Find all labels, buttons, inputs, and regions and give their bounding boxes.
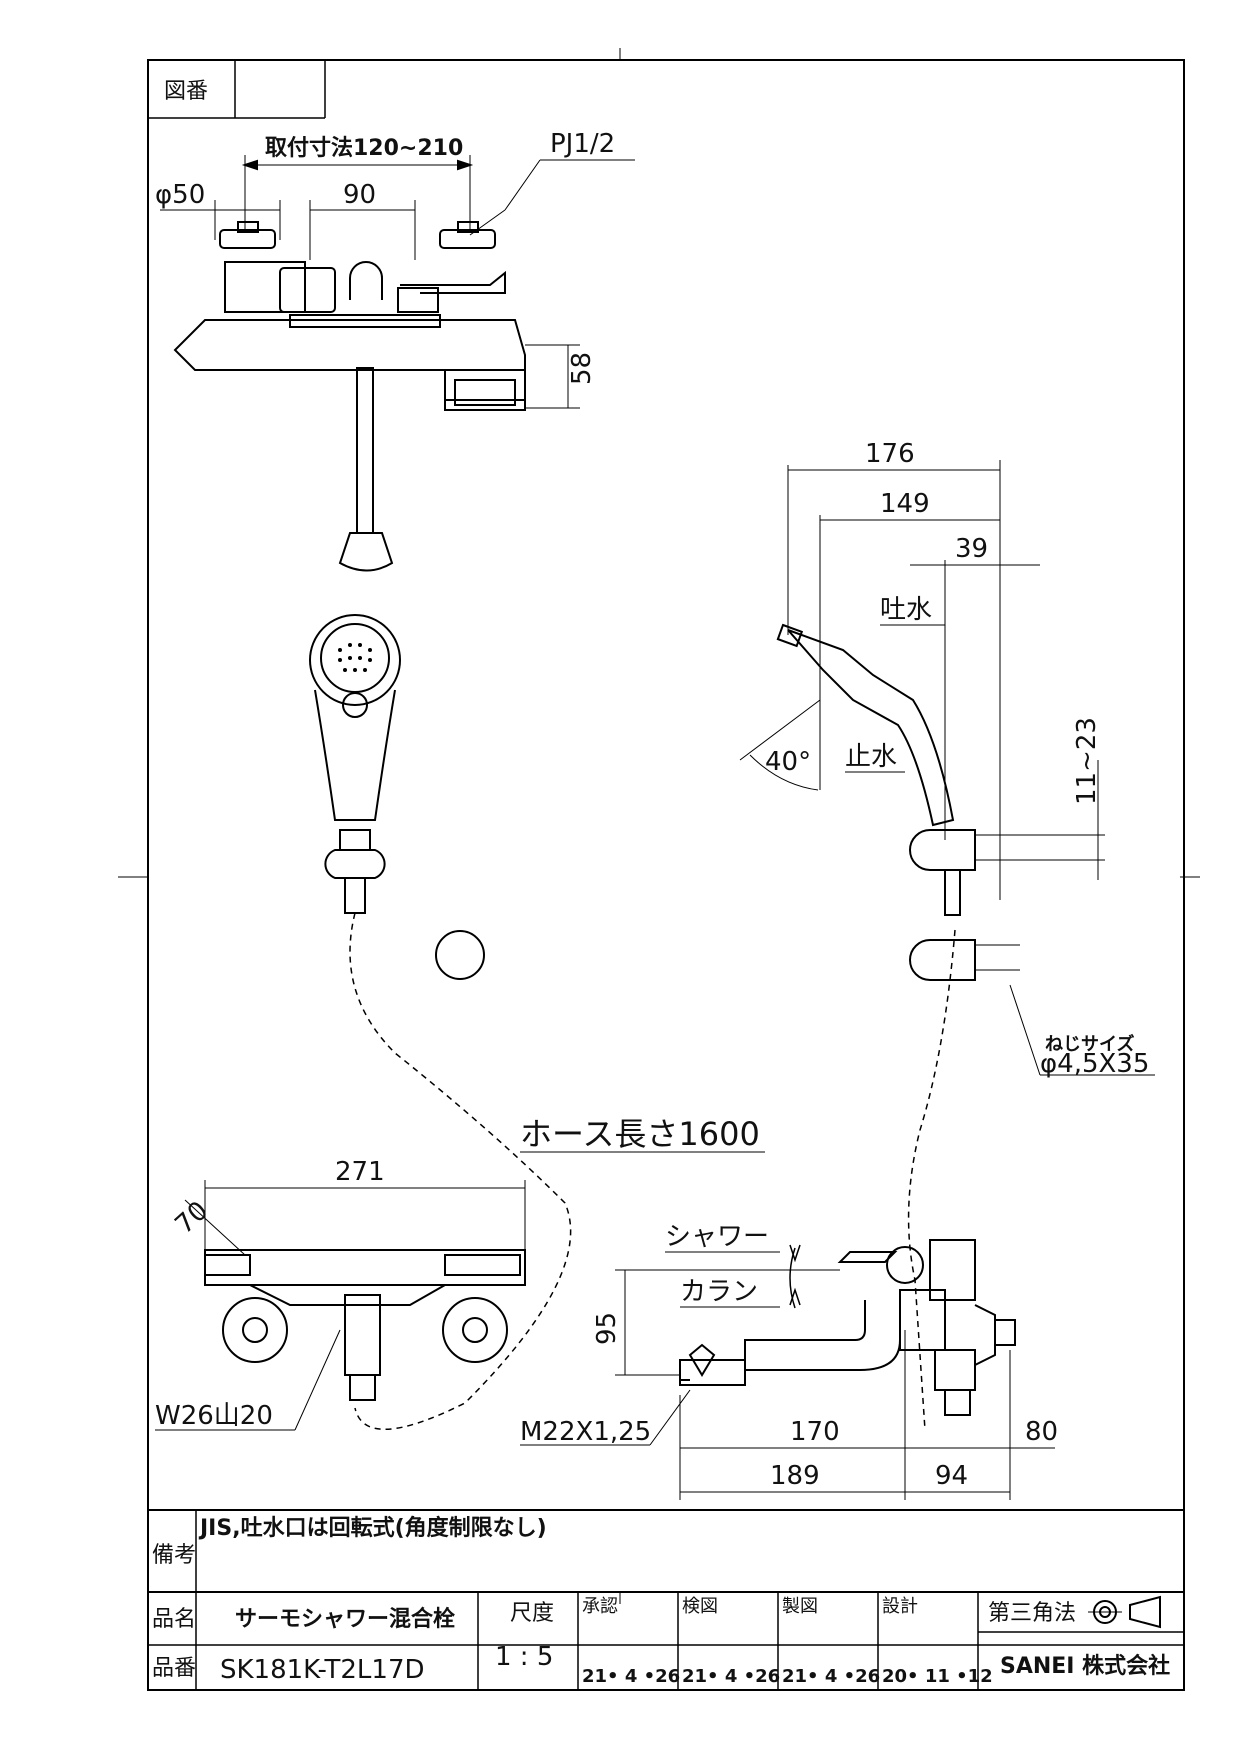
shower-mode-label: シャワー — [665, 1222, 769, 1252]
shower-nozzle-dots — [338, 643, 372, 672]
dim-70-label: 70 — [170, 1196, 215, 1240]
w26-label: W26山20 — [155, 1401, 273, 1431]
company-name: SANEI 株式会社 — [1000, 1653, 1170, 1679]
dim-149-label: 149 — [880, 489, 930, 519]
remarks-label: 備考 — [152, 1543, 196, 1568]
product-number: SK181K-T2L17D — [220, 1655, 425, 1685]
dim-271-label: 271 — [335, 1157, 385, 1187]
screw-size-value: φ4,5X35 — [1040, 1049, 1149, 1079]
drawing-number-box: 図番 — [148, 60, 325, 118]
approved-label: 承認 — [582, 1596, 618, 1617]
dim-39-label: 39 — [955, 534, 988, 564]
approved-date: 21• 4 •26 — [582, 1666, 680, 1687]
drawing-frame — [148, 60, 1184, 1592]
scale-label: 尺度 — [510, 1601, 554, 1626]
hose-length-label: ホース長さ1600 — [520, 1115, 760, 1153]
top-view — [160, 155, 635, 571]
angle-40-label: 40° — [765, 747, 811, 777]
checked-label: 検図 — [682, 1596, 718, 1617]
hose-path-right — [909, 930, 955, 1430]
shower-side-view — [740, 460, 1155, 1075]
dim-95-label: 95 — [592, 1312, 622, 1345]
product-number-label: 品番 — [152, 1656, 196, 1681]
screw-size-label: ねじサイズ — [1045, 1033, 1134, 1055]
m22-label: M22X1,25 — [520, 1417, 651, 1447]
pipe-thread-label: PJ1/2 — [550, 129, 615, 159]
checked-date: 21• 4 •26 — [682, 1666, 780, 1687]
third-angle-projection-icon — [1088, 1597, 1160, 1627]
projection-label: 第三角法 — [988, 1601, 1076, 1626]
dia50-label: φ50 — [155, 180, 205, 210]
stop-label: 止水 — [845, 742, 897, 772]
scale-value: 1 : 5 — [495, 1642, 553, 1672]
design-date: 20• 11 •12 — [882, 1666, 993, 1687]
spout-label: 吐水 — [880, 595, 932, 625]
hose-path — [350, 913, 571, 1429]
drawn-date: 21• 4 •26 — [782, 1666, 880, 1687]
faucet-mode-label: カラン — [680, 1277, 758, 1307]
drawn-label: 製図 — [782, 1596, 818, 1617]
product-name-label: 品名 — [152, 1607, 196, 1632]
dim-94-label: 94 — [935, 1461, 968, 1491]
mount-range-label: 取付寸法120~210 — [265, 136, 463, 161]
remarks-text: JIS,吐水口は回転式(角度制限なし) — [198, 1515, 547, 1541]
title-block-frame — [148, 1510, 1184, 1690]
shower-head-front — [310, 615, 484, 979]
product-name: サーモシャワー混合栓 — [235, 1606, 455, 1632]
dim-80-label: 80 — [1025, 1417, 1058, 1447]
dim-58-label: 58 — [567, 352, 597, 385]
dim-170-label: 170 — [790, 1417, 840, 1447]
dim-11-23-label: 11~23 — [1072, 717, 1102, 805]
dim-90-label: 90 — [343, 180, 376, 210]
dim-189-label: 189 — [770, 1461, 820, 1491]
bottom-left-view — [155, 1180, 525, 1430]
drawing-number-label: 図番 — [164, 79, 208, 104]
bottom-right-view — [520, 1240, 1055, 1500]
dim-176-label: 176 — [865, 439, 915, 469]
design-label: 設計 — [882, 1596, 918, 1617]
